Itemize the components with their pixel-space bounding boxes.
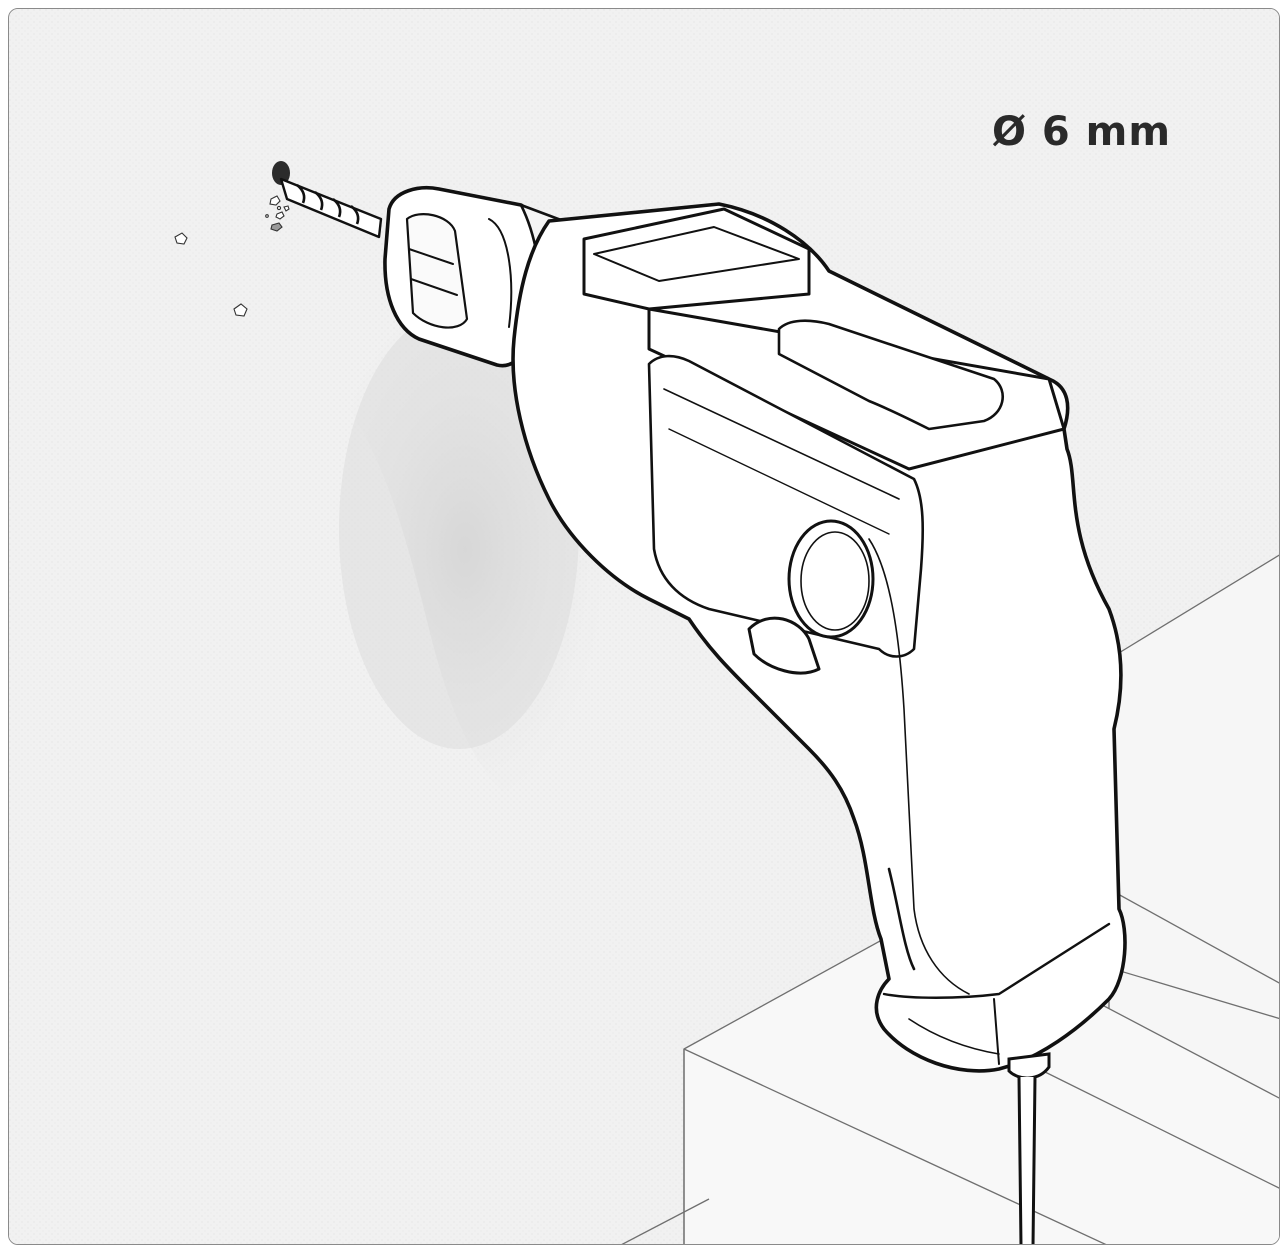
illustration-frame: Ø 6 mm	[8, 8, 1280, 1245]
drilling-scene	[9, 9, 1279, 1244]
drill-bit-icon	[279, 177, 383, 239]
power-cord-icon	[1007, 1052, 1051, 1244]
wall-hole	[272, 161, 290, 185]
diameter-label: Ø 6 mm	[991, 109, 1171, 155]
speed-dial	[787, 519, 875, 639]
drill-icon	[383, 186, 1127, 1073]
dust-particles-icon	[174, 195, 290, 317]
